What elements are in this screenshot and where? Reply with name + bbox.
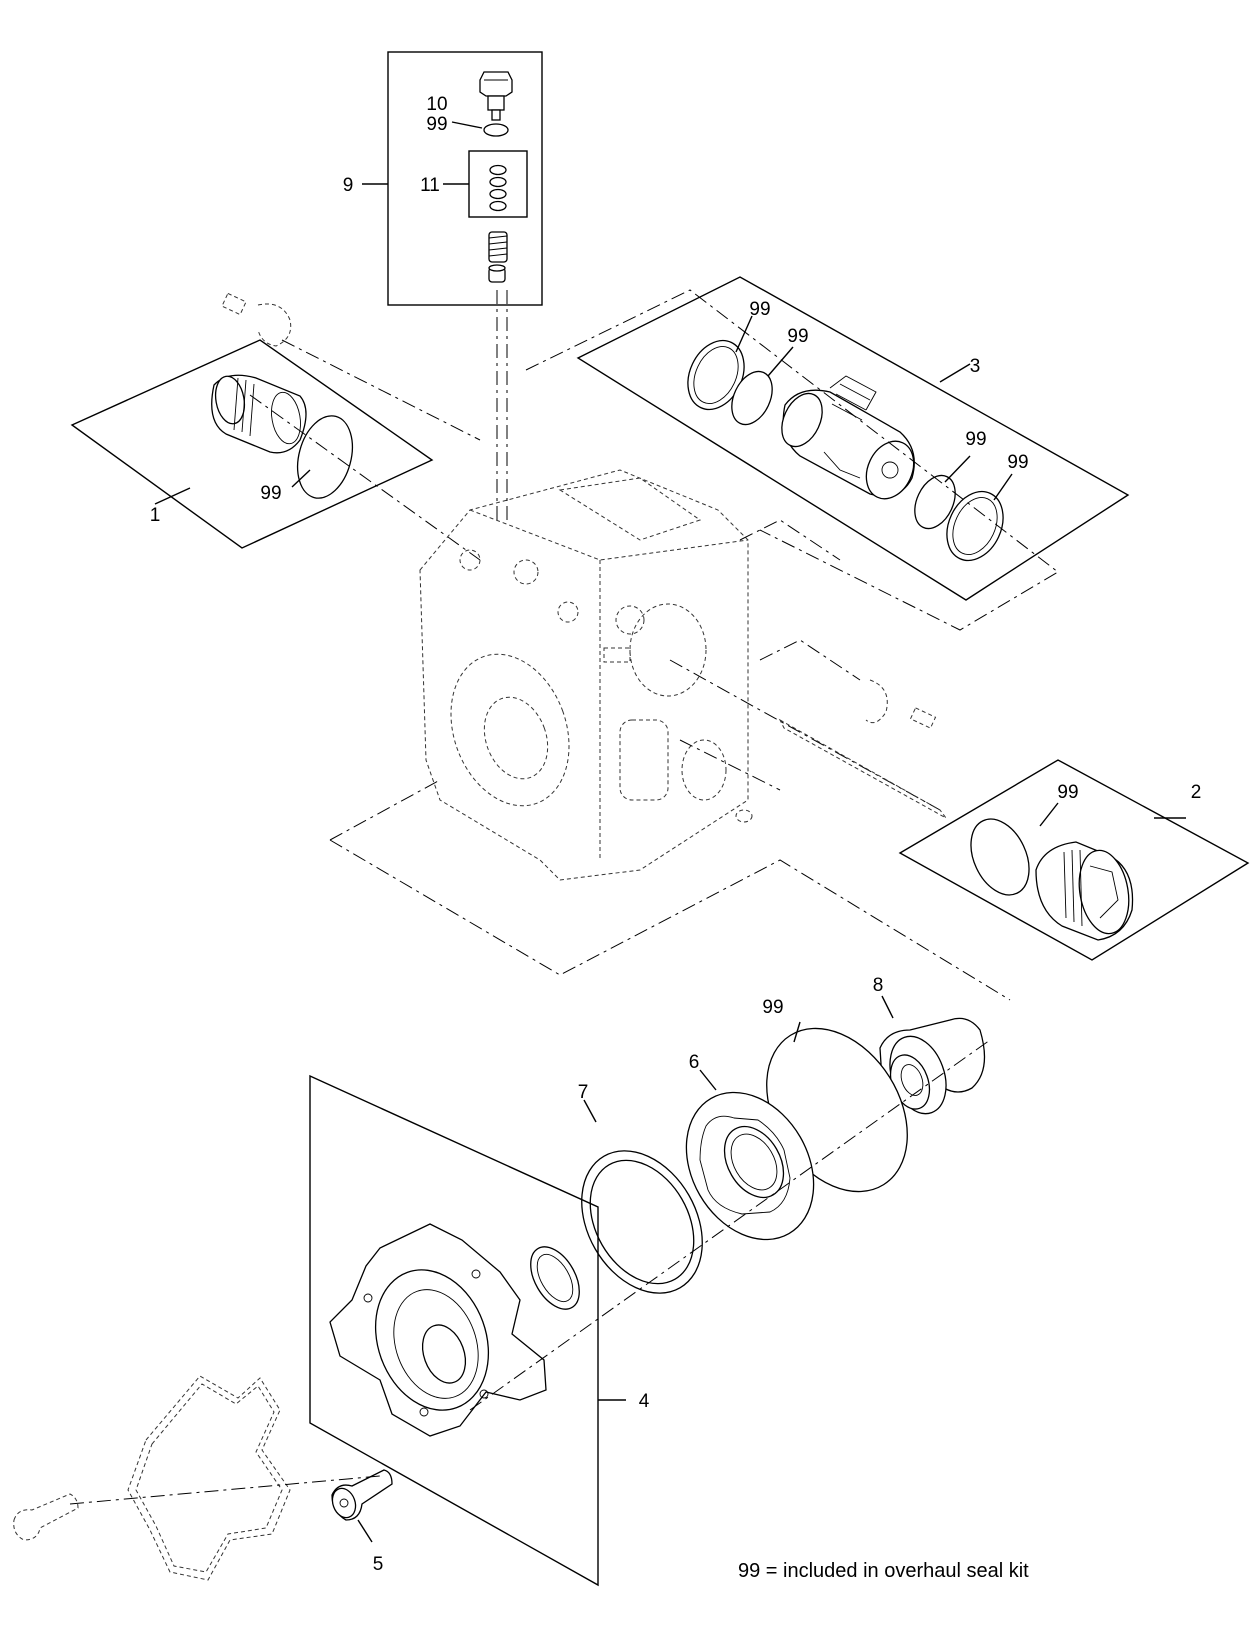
nut-part — [735, 809, 753, 823]
kit-box-2 — [898, 759, 1250, 961]
callout-10: 10 — [426, 94, 447, 115]
callout-99-box3c: 99 — [965, 429, 986, 450]
bolt-right-part — [778, 679, 947, 819]
kit-box-1 — [70, 339, 434, 549]
kit-box-3 — [576, 276, 1130, 601]
callout-99: 99 — [426, 114, 447, 135]
callout-99-box2: 99 — [1057, 782, 1078, 803]
bearing-part-8 — [879, 995, 986, 1115]
cartridge-part-1 — [211, 374, 307, 454]
callout-99-seal: 99 — [762, 997, 783, 1018]
bushing-part — [530, 1246, 580, 1310]
o-ring-part — [483, 123, 509, 137]
callout-4: 4 — [639, 1391, 650, 1412]
cartridge-part-2 — [1035, 841, 1134, 941]
pump-housing-part — [419, 469, 749, 881]
callout-6: 6 — [689, 1052, 700, 1073]
bolt-small-part — [221, 292, 292, 347]
gasket-part — [127, 1375, 291, 1581]
callout-7: 7 — [578, 1082, 589, 1103]
shuttle-valve-part — [781, 375, 915, 500]
kit-box-9 — [362, 51, 543, 306]
callout-11: 11 — [420, 175, 440, 196]
callout-99-box3a: 99 — [749, 299, 770, 320]
callout-99-box1: 99 — [260, 483, 281, 504]
callout-8: 8 — [873, 975, 884, 996]
poppet-part — [488, 264, 506, 283]
seal-kit-note: 99 = included in overhaul seal kit — [738, 1560, 1029, 1582]
screw-part-5 — [331, 1469, 393, 1521]
callout-99-box3b: 99 — [787, 326, 808, 347]
end-cap-part-4 — [329, 1223, 547, 1437]
o-ring-part-2 — [970, 818, 1030, 896]
callout-99-box3d: 99 — [1007, 452, 1028, 473]
o-ring-part-3b — [914, 474, 956, 530]
callout-5: 5 — [373, 1554, 384, 1575]
bolt-lower-part — [13, 1493, 79, 1541]
callout-1: 1 — [150, 505, 161, 526]
callout-2: 2 — [1191, 782, 1202, 803]
o-ring-part-3a — [731, 370, 773, 426]
callout-9: 9 — [343, 175, 354, 196]
o-ring-part-1 — [296, 415, 354, 499]
backup-ring-part-3b — [946, 490, 1004, 562]
plug-part — [479, 71, 513, 121]
callout-3: 3 — [970, 356, 981, 377]
ring-part-7 — [581, 1150, 703, 1294]
spring-part — [488, 231, 508, 263]
kit-box-4 — [309, 1074, 626, 1587]
seal-rings-part — [489, 164, 507, 212]
